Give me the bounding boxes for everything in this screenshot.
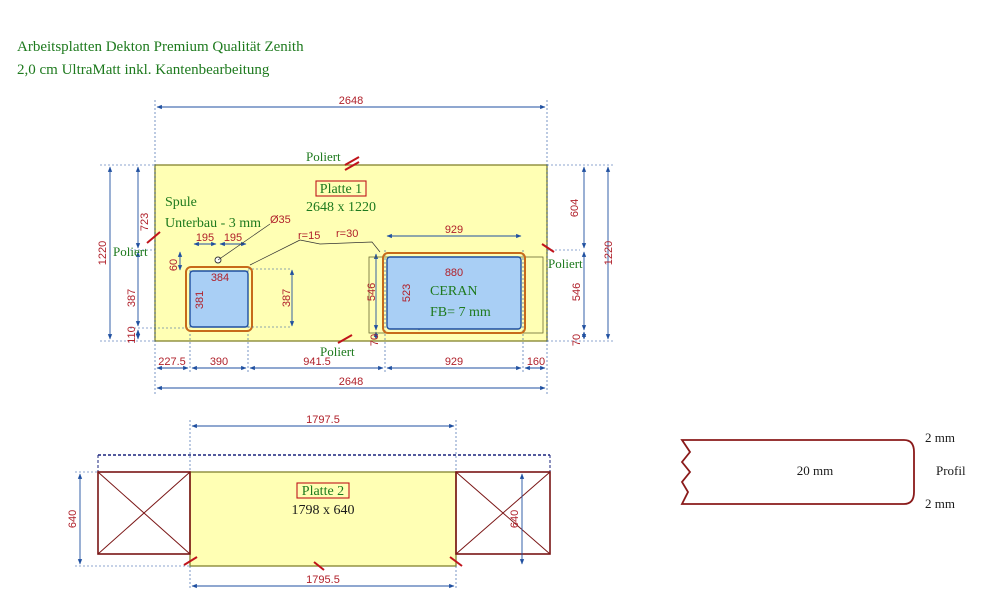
plate1: Platte 1 2648 x 1220 Poliert Poliert Pol… [97,95,615,395]
dim-390: 390 [210,356,228,368]
dim-hob-929-top: 929 [445,224,463,236]
dim-941-5: 941.5 [303,356,331,368]
dim-hob-70-right: 70 [571,334,583,346]
dim-195b: 195 [224,232,242,244]
dim-plate2-right: 640 [509,510,521,528]
plate2-size: 1798 x 640 [292,503,355,518]
dim-60: 60 [168,259,180,271]
dim-604: 604 [569,199,581,217]
dim-hob-880: 880 [445,267,463,279]
dim-top-total: 2648 [339,95,363,107]
poliert-right-label: Poliert [548,256,583,271]
dim-723: 723 [139,213,151,231]
dim-929-bottom: 929 [445,356,463,368]
dim-384: 384 [211,272,229,284]
plate2-name: Platte 2 [302,484,344,499]
dim-227-5: 227.5 [158,356,186,368]
hole-diameter: Ø35 [270,214,291,226]
dim-right-height: 1220 [603,241,615,265]
plate2-outline [189,471,457,567]
radius-hob: r=30 [336,228,358,240]
header-title: Arbeitsplatten Dekton Premium Qualität Z… [17,39,304,55]
profile-thickness: 20 mm [797,463,833,478]
profile-bottom-edge: 2 mm [925,496,955,511]
plate1-size: 2648 x 1220 [306,200,376,215]
sink-title: Spule [165,195,197,210]
dim-hob-546-right: 546 [571,283,583,301]
dim-195a: 195 [196,232,214,244]
dim-bottom-total: 2648 [339,376,363,388]
dim-387-left: 387 [126,289,138,307]
dim-plate2-top: 1797.5 [306,414,340,426]
plate2-poliert-markers [183,556,463,571]
sink-mount: Unterbau - 3 mm [165,216,261,231]
poliert-left-label: Poliert [113,244,148,259]
plate2-extension-lines [75,420,457,590]
dim-hob-523: 523 [401,284,413,302]
radius-sink: r=15 [298,230,320,242]
plate1-name: Platte 1 [320,182,362,197]
profile-label: Profil [936,463,966,478]
plate2-dimension-lines [77,423,525,589]
profile-top-edge: 2 mm [925,430,955,445]
dim-hob-70-left: 70 [369,334,381,346]
cabinet-left [97,471,191,555]
poliert-top-label: Poliert [306,149,341,164]
hob-cutout [368,252,544,334]
edge-profile: 20 mm 2 mm Profil 2 mm [680,430,966,511]
plate2: Platte 2 1798 x 640 1797.5 1795.5 640 64… [67,414,551,590]
dim-110: 110 [126,326,138,344]
cabinet-right [455,471,551,555]
poliert-markers [146,156,555,344]
sink-cutout [185,223,381,332]
dim-plate2-left: 640 [67,510,79,528]
dim-hob-546-left: 546 [366,283,378,301]
profile-shape [680,439,915,505]
hob-title: CERAN [430,284,477,299]
dim-387-right: 387 [281,289,293,307]
plate2-name-box [296,482,350,499]
dim-plate2-bottom: 1795.5 [306,574,340,586]
dim-381: 381 [194,291,206,309]
header-subtitle: 2,0 cm UltraMatt inkl. Kantenbearbeitung [17,62,270,78]
dim-160: 160 [527,356,545,368]
dim-left-height: 1220 [97,241,109,265]
poliert-bottom-label: Poliert [320,344,355,359]
hob-fb: FB= 7 mm [430,305,491,320]
plate1-name-box [315,180,367,197]
